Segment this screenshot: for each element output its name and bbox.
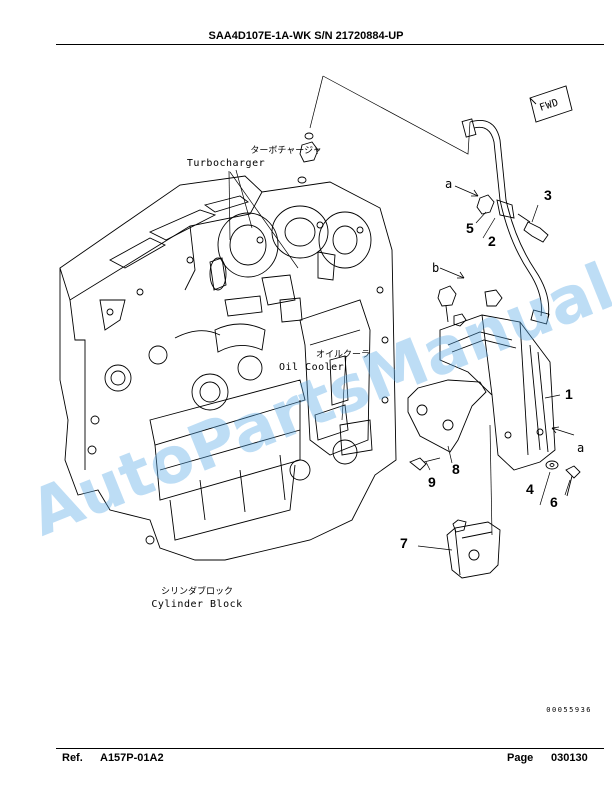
- fwd-label: FWD: [538, 97, 560, 114]
- header-rule: [56, 44, 604, 45]
- callout-8: 8: [452, 461, 460, 477]
- part-5-nut: [476, 194, 495, 215]
- turbocharger-label-jp: ターボチャージャ: [250, 145, 321, 156]
- arrow-a2-letter: a: [577, 441, 585, 455]
- part-7-bracket: [446, 519, 501, 579]
- callout-3: 3: [544, 187, 552, 203]
- cylinder-block-label-en: Cylinder Block: [151, 599, 242, 610]
- part-4-washer: [545, 460, 559, 470]
- part-8-bracket: [407, 379, 487, 453]
- arrow-a1: [454, 185, 479, 197]
- watermark: AutoPartsManual: [20, 250, 612, 551]
- cylinder-block: [59, 175, 397, 561]
- callout-2: 2: [488, 233, 496, 249]
- drawing-number: 00055936: [546, 706, 592, 714]
- arrow-a2: [551, 426, 575, 436]
- fwd-indicator: [529, 85, 573, 123]
- arrow-b1: [439, 267, 465, 279]
- callout-4: 4: [526, 481, 534, 497]
- cylinder-block-label-jp: シリンダブロック: [161, 585, 233, 597]
- header-title: SAA4D107E-1A-WK S/N 21720884-UP: [208, 30, 404, 42]
- part-1-heat-shield: [439, 314, 556, 471]
- callout-1: 1: [565, 386, 573, 402]
- part-9-bolt: [409, 457, 441, 471]
- callout-9: 9: [428, 474, 436, 490]
- arrow-a1-letter: a: [445, 177, 453, 191]
- callout-7: 7: [400, 535, 408, 551]
- callout-5: 5: [466, 220, 474, 236]
- footer-page-label: Page: [507, 752, 534, 764]
- footer-ref-value: A157P-01A2: [100, 752, 164, 764]
- oil-cooler-label-en: Oil Cooler: [279, 362, 344, 373]
- footer-page-value: 030130: [551, 752, 588, 764]
- top-fittings: [297, 132, 319, 184]
- arrow-b1-letter: b: [432, 261, 440, 275]
- turbocharger-label-en: Turbocharger: [187, 158, 265, 169]
- footer-rule: [56, 748, 604, 749]
- callout-6: 6: [550, 494, 558, 510]
- leader-lines: [228, 75, 571, 551]
- part-6-bolt: [565, 465, 581, 497]
- turbocharger: [209, 205, 372, 323]
- part-3-bolt: [517, 213, 549, 243]
- oil-cooler-label-jp: オイルクーラ: [316, 349, 370, 360]
- footer-ref-label: Ref.: [62, 752, 83, 764]
- part-2-oil-hose: [461, 118, 550, 325]
- fittings: [437, 285, 503, 327]
